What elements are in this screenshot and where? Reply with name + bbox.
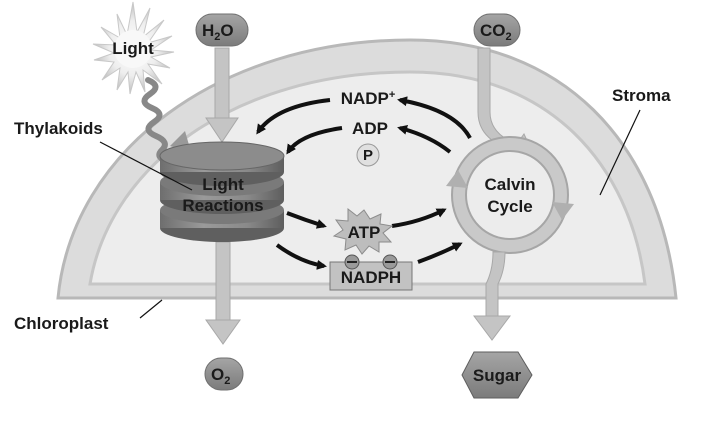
water-o: O	[220, 21, 233, 40]
calvin-line2: Cycle	[487, 197, 532, 216]
oxygen-output: O2	[204, 241, 244, 391]
calvin-cycle-ring	[446, 136, 574, 254]
nadp-plus: +	[389, 89, 395, 101]
thylakoids-label: Thylakoids	[14, 119, 103, 138]
sugar-label: Sugar	[473, 366, 522, 385]
water-sub: 2	[214, 31, 220, 43]
atp-burst	[332, 207, 394, 255]
adp-label: ADP	[352, 119, 388, 138]
nadp-label: NADP	[341, 89, 389, 108]
svg-text:O2: O2	[211, 365, 230, 387]
phosphate-badge	[356, 143, 380, 167]
co2-input: CO2	[473, 13, 537, 161]
phosphate-label: P	[363, 147, 373, 164]
leader-lines	[99, 109, 641, 319]
light-reactions-line2: Reactions	[182, 196, 263, 215]
nadph-box	[329, 254, 413, 291]
water-h: H	[202, 21, 214, 40]
sun-icon	[92, 1, 175, 95]
stroma-label: Stroma	[612, 86, 671, 105]
chloroplast-label: Chloroplast	[14, 314, 109, 333]
svg-text:CO2: CO2	[480, 21, 512, 43]
light-label: Light	[112, 39, 154, 58]
o2-sub: 2	[224, 375, 230, 387]
light-reactions-line1: Light	[202, 175, 244, 194]
calvin-line1: Calvin	[484, 175, 535, 194]
atp-label: ATP	[348, 223, 381, 242]
water-input: H2O	[195, 13, 249, 143]
svg-text:H2O: H2O	[202, 21, 234, 43]
nadph-label: NADPH	[341, 268, 401, 287]
thylakoid-stack	[159, 141, 285, 242]
svg-text:NADP+: NADP+	[341, 89, 396, 108]
o2-main: O	[211, 365, 224, 384]
sugar-output	[461, 251, 533, 399]
co2-main: CO	[480, 21, 506, 40]
cycle-arrows	[256, 96, 472, 270]
co2-sub: 2	[506, 31, 512, 43]
